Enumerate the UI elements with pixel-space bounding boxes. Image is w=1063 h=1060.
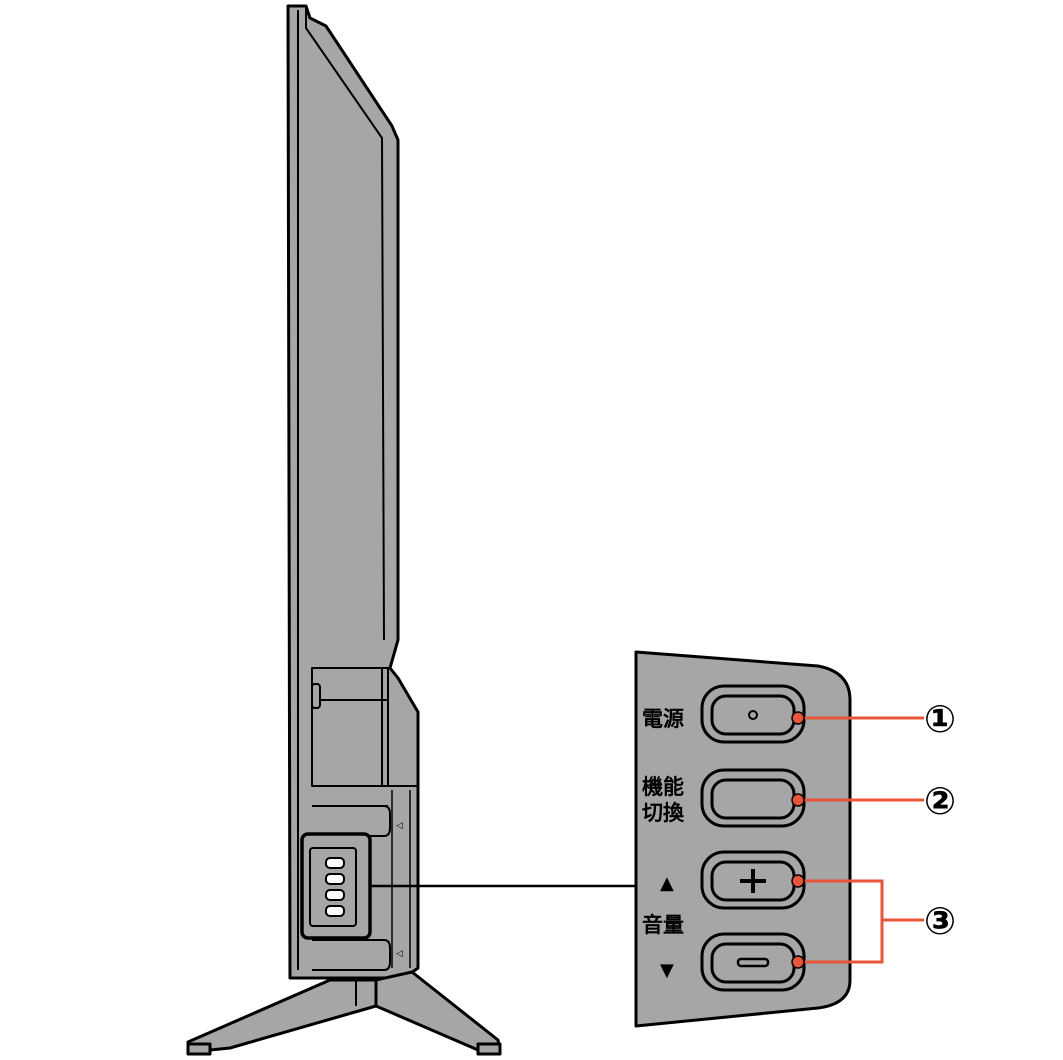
volume-up-button[interactable] bbox=[700, 850, 806, 910]
power-dot-icon bbox=[748, 710, 758, 720]
callout-label-2: ② bbox=[924, 779, 956, 823]
minus-icon bbox=[736, 957, 770, 968]
tv-side-knob bbox=[311, 683, 321, 709]
callout-line-3 bbox=[798, 879, 924, 964]
tv-body: ◁ ◁ bbox=[286, 4, 420, 980]
tv-right-rails bbox=[391, 790, 411, 968]
volume-up-arrow: ▲ bbox=[660, 873, 674, 894]
callout-label-3: ③ bbox=[924, 899, 956, 943]
stand-right-leg bbox=[374, 970, 502, 1054]
function-label-line1: 機能 bbox=[642, 775, 684, 799]
volume-down-button[interactable] bbox=[700, 932, 806, 992]
tv-lower-housing bbox=[311, 667, 389, 787]
tv-panel-bevel bbox=[297, 6, 385, 970]
tv-housing-detail bbox=[312, 668, 418, 807]
tv-button-cluster bbox=[300, 832, 372, 940]
callout-dot-2 bbox=[791, 793, 805, 807]
cluster-button-4 bbox=[325, 905, 345, 917]
tv-stand bbox=[186, 970, 502, 1056]
power-label: 電源 bbox=[642, 707, 684, 731]
volume-down-arrow: ▼ bbox=[660, 960, 674, 981]
power-button[interactable] bbox=[700, 684, 806, 744]
function-button[interactable] bbox=[700, 768, 806, 828]
callout-label-1: ① bbox=[924, 697, 956, 741]
callout-dots bbox=[791, 711, 805, 969]
control-panel: 電源 機能 切換 ▲ 音量 ▼ bbox=[634, 650, 852, 1028]
function-label-line2: 切換 bbox=[642, 801, 685, 825]
stand-left-leg bbox=[186, 978, 378, 1054]
callout-dot-3a bbox=[791, 874, 805, 888]
cluster-button-3 bbox=[325, 889, 345, 901]
callout-dot-1 bbox=[791, 711, 805, 725]
cluster-button-2 bbox=[325, 873, 345, 885]
clip-arrow-top: ◁ bbox=[396, 821, 403, 831]
tv-lower-clip bbox=[312, 939, 391, 971]
panel-body bbox=[634, 650, 852, 1028]
power-button-inner bbox=[710, 694, 796, 736]
callout-dot-3b bbox=[791, 955, 805, 969]
cluster-inner-frame bbox=[309, 847, 357, 927]
callout-lines bbox=[798, 716, 924, 964]
volume-label: 音量 bbox=[642, 913, 684, 937]
stand-left-foot bbox=[186, 1042, 212, 1056]
stand-neck bbox=[355, 980, 377, 1006]
stand-right-foot bbox=[476, 1042, 502, 1056]
tv-upper-clip bbox=[312, 805, 391, 837]
cluster-button-1 bbox=[325, 857, 345, 869]
plus-icon bbox=[740, 869, 766, 893]
clip-arrow-bottom: ◁ bbox=[396, 949, 403, 959]
function-button-inner bbox=[710, 778, 796, 820]
